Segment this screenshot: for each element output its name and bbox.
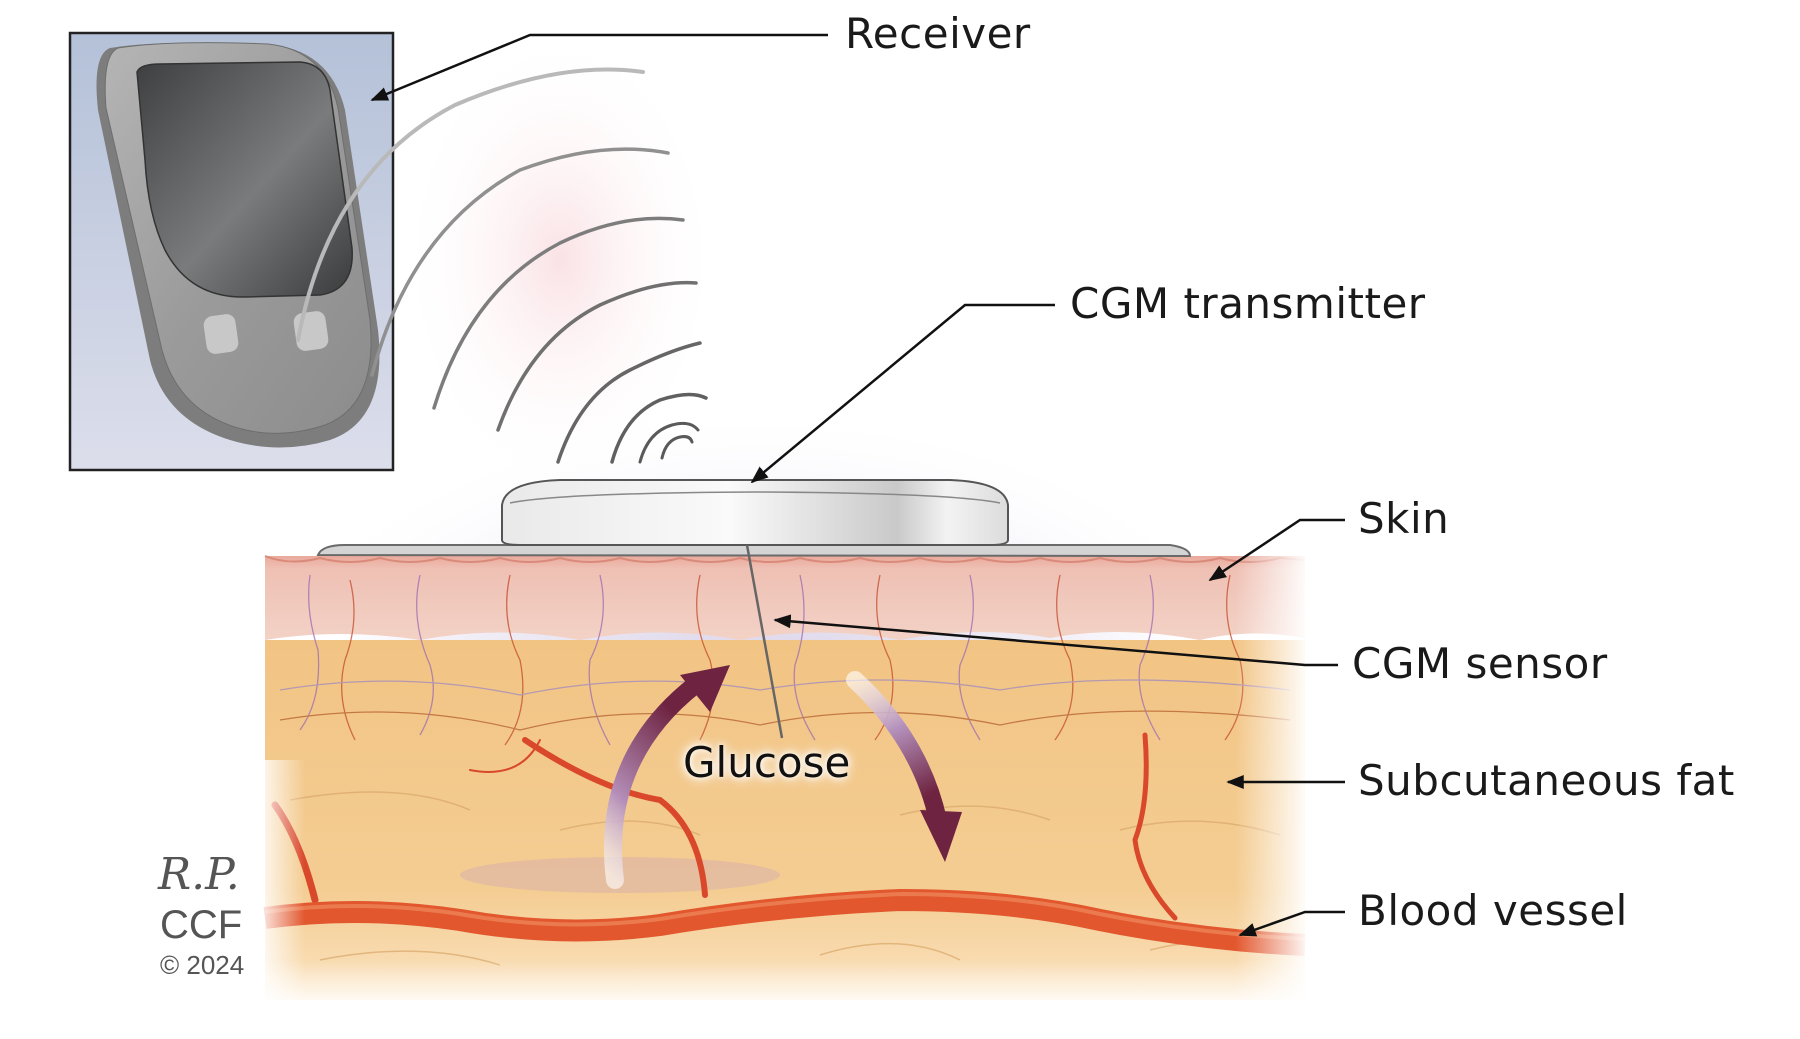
cgm-sensor [745,544,784,739]
label-receiver: Receiver [845,9,1031,58]
transmitter-leader [750,303,1055,484]
receiver-panel [68,31,395,472]
leader-lines [370,33,1345,937]
skin-leader [1208,518,1345,582]
transmitter-disc [501,479,1009,546]
label-cgm-transmitter: CGM transmitter [1070,279,1426,328]
vessel-leader [1238,910,1345,937]
skin-layer [265,556,1305,640]
label-skin: Skin [1358,494,1450,543]
receiver-leader [370,33,828,102]
credit-copyright: © 2024 [160,950,245,980]
adhesive-base [316,544,1192,558]
receiver-icon [96,42,380,448]
glucose-flow-icon [603,665,962,889]
wireless-signal-icon [296,30,720,490]
blood-vessel [263,888,1306,956]
label-blood-vessel: Blood vessel [1358,886,1628,935]
credit-organization: CCF [160,903,243,947]
receiver-button-left [203,314,239,354]
receiver-screen [136,61,353,298]
cgm-transmitter-icon [316,479,1192,558]
subcutaneous-fat-layer [265,640,1305,1000]
label-subcutaneous-fat: Subcutaneous fat [1358,756,1735,805]
label-glucose: Glucose [683,738,851,787]
artist-signature: R.P. [158,849,240,900]
label-cgm-sensor: CGM sensor [1352,639,1608,688]
sensor-leader [773,614,1338,667]
